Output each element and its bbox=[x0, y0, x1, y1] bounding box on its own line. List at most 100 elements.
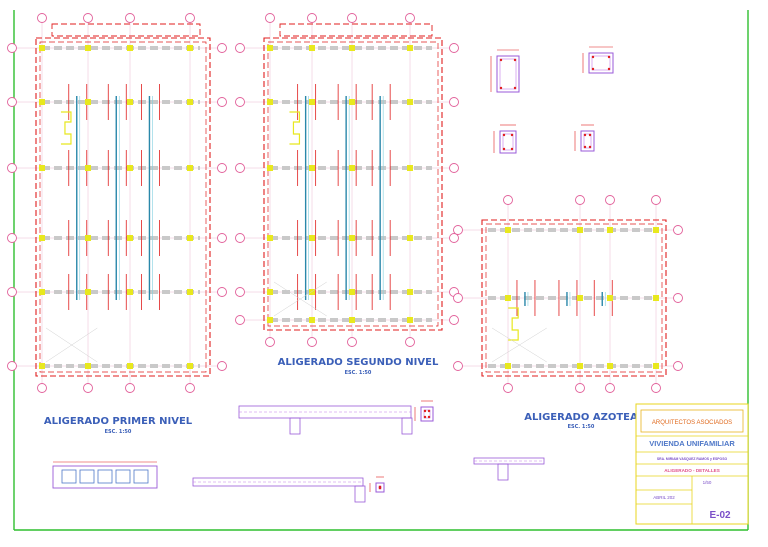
joist-leg bbox=[289, 417, 301, 435]
column bbox=[39, 235, 45, 241]
perimeter-beam bbox=[39, 41, 207, 373]
grid-bubble bbox=[449, 43, 459, 53]
rebar-dot bbox=[510, 133, 514, 137]
grid-bubble bbox=[37, 383, 47, 393]
perimeter-beam bbox=[481, 219, 667, 377]
column bbox=[505, 295, 511, 301]
roof-scale: ESC. 1:50 bbox=[568, 424, 595, 430]
grid-bubble bbox=[265, 13, 275, 23]
column bbox=[407, 317, 413, 323]
second-level-scale: ESC. 1:50 bbox=[345, 370, 372, 376]
column bbox=[577, 363, 583, 369]
hollow-block bbox=[97, 469, 113, 484]
grid-bubble bbox=[7, 97, 17, 107]
section-outline bbox=[375, 482, 385, 493]
sheet-number: E-02 bbox=[709, 510, 731, 521]
column bbox=[577, 227, 583, 233]
stair bbox=[60, 111, 72, 145]
stirrup bbox=[499, 58, 517, 90]
grid-bubble bbox=[7, 43, 17, 53]
floor-plans bbox=[7, 13, 683, 393]
rebar-dot bbox=[583, 145, 587, 149]
cantilever-beam bbox=[51, 23, 201, 37]
rebar-dot bbox=[502, 147, 506, 151]
column bbox=[127, 45, 133, 51]
title-block: ARQUITECTOS ASOCIADOS VIVIENDA UNIFAMILI… bbox=[635, 403, 749, 525]
stirrup bbox=[583, 133, 592, 149]
perimeter-beam bbox=[35, 37, 211, 377]
section-outline bbox=[499, 130, 517, 154]
owner-name: SRA. MIRIAM VASQUEZ RAMOS y ESPOSO bbox=[657, 457, 728, 461]
grid-bubble bbox=[217, 233, 227, 243]
grid-bubble bbox=[235, 97, 245, 107]
rebar-dot bbox=[423, 415, 427, 419]
column bbox=[349, 317, 355, 323]
grid-bubble bbox=[217, 43, 227, 53]
rebar-dot bbox=[583, 133, 587, 137]
void-diagonal bbox=[45, 327, 98, 363]
column bbox=[85, 235, 91, 241]
grid-bubble bbox=[83, 383, 93, 393]
column bbox=[85, 289, 91, 295]
grid-bubble bbox=[651, 195, 661, 205]
column bbox=[127, 165, 133, 171]
beam-section-detail bbox=[473, 457, 545, 481]
column bbox=[187, 165, 193, 171]
firm-name: ARQUITECTOS ASOCIADOS bbox=[652, 420, 732, 426]
grid-bubble bbox=[217, 97, 227, 107]
grid-bubble bbox=[605, 383, 615, 393]
grid-bubble bbox=[347, 13, 357, 23]
column bbox=[127, 235, 133, 241]
column-section-detail bbox=[490, 49, 520, 93]
project-name: VIVIENDA UNIFAMILIAR bbox=[649, 439, 735, 448]
column bbox=[39, 363, 45, 369]
grid-bubble bbox=[503, 195, 513, 205]
rebar-dot bbox=[427, 409, 431, 413]
column bbox=[349, 235, 355, 241]
column bbox=[127, 99, 133, 105]
stair bbox=[289, 111, 301, 145]
column bbox=[267, 289, 273, 295]
rebar-dot bbox=[427, 415, 431, 419]
section-outline bbox=[420, 406, 434, 422]
second-level-title: ALIGERADO SEGUNDO NIVEL bbox=[278, 357, 439, 368]
column-section-detail bbox=[574, 124, 595, 152]
rebar-dot bbox=[510, 147, 514, 151]
rebar-dot bbox=[513, 86, 517, 90]
grid-bubble bbox=[235, 315, 245, 325]
column bbox=[349, 165, 355, 171]
grid-bubble bbox=[185, 383, 195, 393]
grid-bubble bbox=[651, 383, 661, 393]
grid-bubble bbox=[83, 13, 93, 23]
void-diagonal bbox=[491, 327, 547, 363]
grid-bubble bbox=[503, 383, 513, 393]
grid-bubble bbox=[449, 97, 459, 107]
column bbox=[127, 289, 133, 295]
column bbox=[407, 99, 413, 105]
column bbox=[309, 165, 315, 171]
grid-bubble bbox=[405, 337, 415, 347]
roof-title: ALIGERADO AZOTEA bbox=[524, 412, 638, 423]
column bbox=[127, 363, 133, 369]
column bbox=[85, 99, 91, 105]
grid-bubble bbox=[453, 225, 463, 235]
grid-bubble bbox=[185, 13, 195, 23]
grid-bubble bbox=[347, 337, 357, 347]
column bbox=[349, 45, 355, 51]
column bbox=[39, 45, 45, 51]
grid-bubble bbox=[673, 361, 683, 371]
block-section-detail bbox=[52, 461, 158, 489]
grid-bubble bbox=[405, 13, 415, 23]
column bbox=[187, 289, 193, 295]
column bbox=[607, 227, 613, 233]
rebar-dot bbox=[423, 409, 427, 413]
column bbox=[309, 99, 315, 105]
block-outline bbox=[52, 465, 158, 489]
grid-bubble bbox=[235, 163, 245, 173]
stirrup bbox=[502, 133, 514, 151]
column bbox=[309, 317, 315, 323]
beam-section-detail bbox=[238, 405, 413, 435]
grid-bubble bbox=[453, 293, 463, 303]
